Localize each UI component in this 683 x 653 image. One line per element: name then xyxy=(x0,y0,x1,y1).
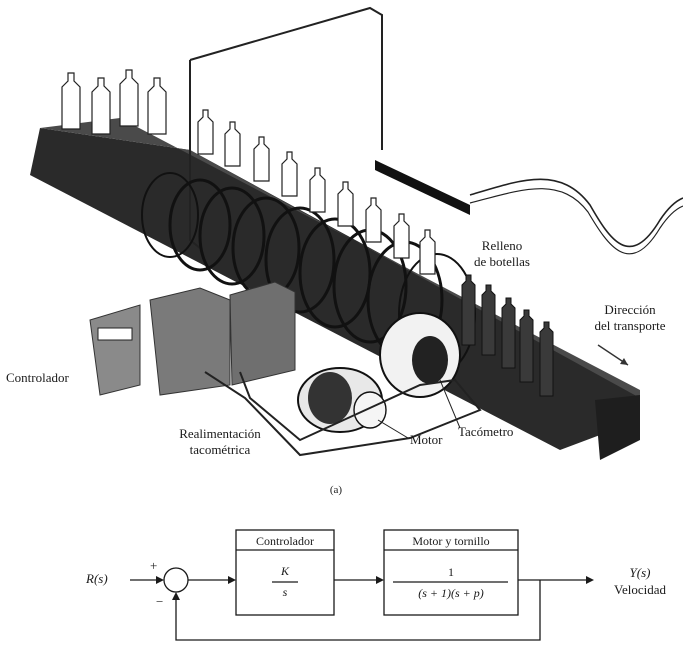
output-arrowhead xyxy=(586,576,594,584)
conveyor-belt-end xyxy=(595,395,640,460)
frame-panel-top xyxy=(190,8,382,150)
controller-display xyxy=(98,328,132,340)
controller-label: Controlador xyxy=(6,370,69,386)
summing-junction xyxy=(164,568,188,592)
figure-caption: (a) xyxy=(316,482,356,498)
rack-cabinet-2 xyxy=(230,282,295,385)
motor-cap xyxy=(354,392,386,428)
filler-bar xyxy=(375,160,470,215)
sum-minus-sign: − xyxy=(156,594,163,610)
direction-line2: del transporte xyxy=(580,318,680,334)
direction-arrowhead xyxy=(620,358,628,365)
signal-wire xyxy=(470,179,683,246)
output-description: Velocidad xyxy=(605,582,675,598)
tachometer-label: Tacómetro xyxy=(458,424,513,440)
controller-denominator: s xyxy=(236,584,334,600)
tach-feedback-line2: tacométrica xyxy=(160,442,280,458)
bottle-filling-line2: de botellas xyxy=(462,254,542,270)
controller-cabinet xyxy=(90,305,140,395)
motor-label: Motor xyxy=(410,432,443,448)
output-label: Y(s) xyxy=(605,565,675,581)
block-diagram xyxy=(130,530,594,640)
bottle-filling-line1: Relleno xyxy=(462,238,542,254)
controller-to-plant-arrowhead xyxy=(376,576,384,584)
tach-feedback-line1: Realimentación xyxy=(160,426,280,442)
direction-line1: Dirección xyxy=(580,302,680,318)
rack-cabinet-1 xyxy=(150,288,230,395)
sum-plus-sign: + xyxy=(150,558,157,574)
controller-numerator: K xyxy=(236,563,334,579)
plant-denominator: (s + 1)(s + p) xyxy=(384,585,518,601)
input-label: R(s) xyxy=(86,571,108,587)
direction-label: Dirección del transporte xyxy=(580,302,680,334)
plant-block-title: Motor y tornillo xyxy=(384,533,518,549)
motor-end xyxy=(308,372,352,424)
leader-motor xyxy=(378,420,408,438)
tachometer-drum xyxy=(412,336,448,384)
sum-to-controller-arrowhead xyxy=(228,576,236,584)
input-arrowhead xyxy=(156,576,164,584)
feedback-arrowhead xyxy=(172,592,180,600)
tach-feedback-label: Realimentación tacométrica xyxy=(160,426,280,458)
controller-block-title: Controlador xyxy=(236,533,334,549)
bottle-filling-label: Relleno de botellas xyxy=(462,238,542,270)
plant-numerator: 1 xyxy=(384,564,518,580)
